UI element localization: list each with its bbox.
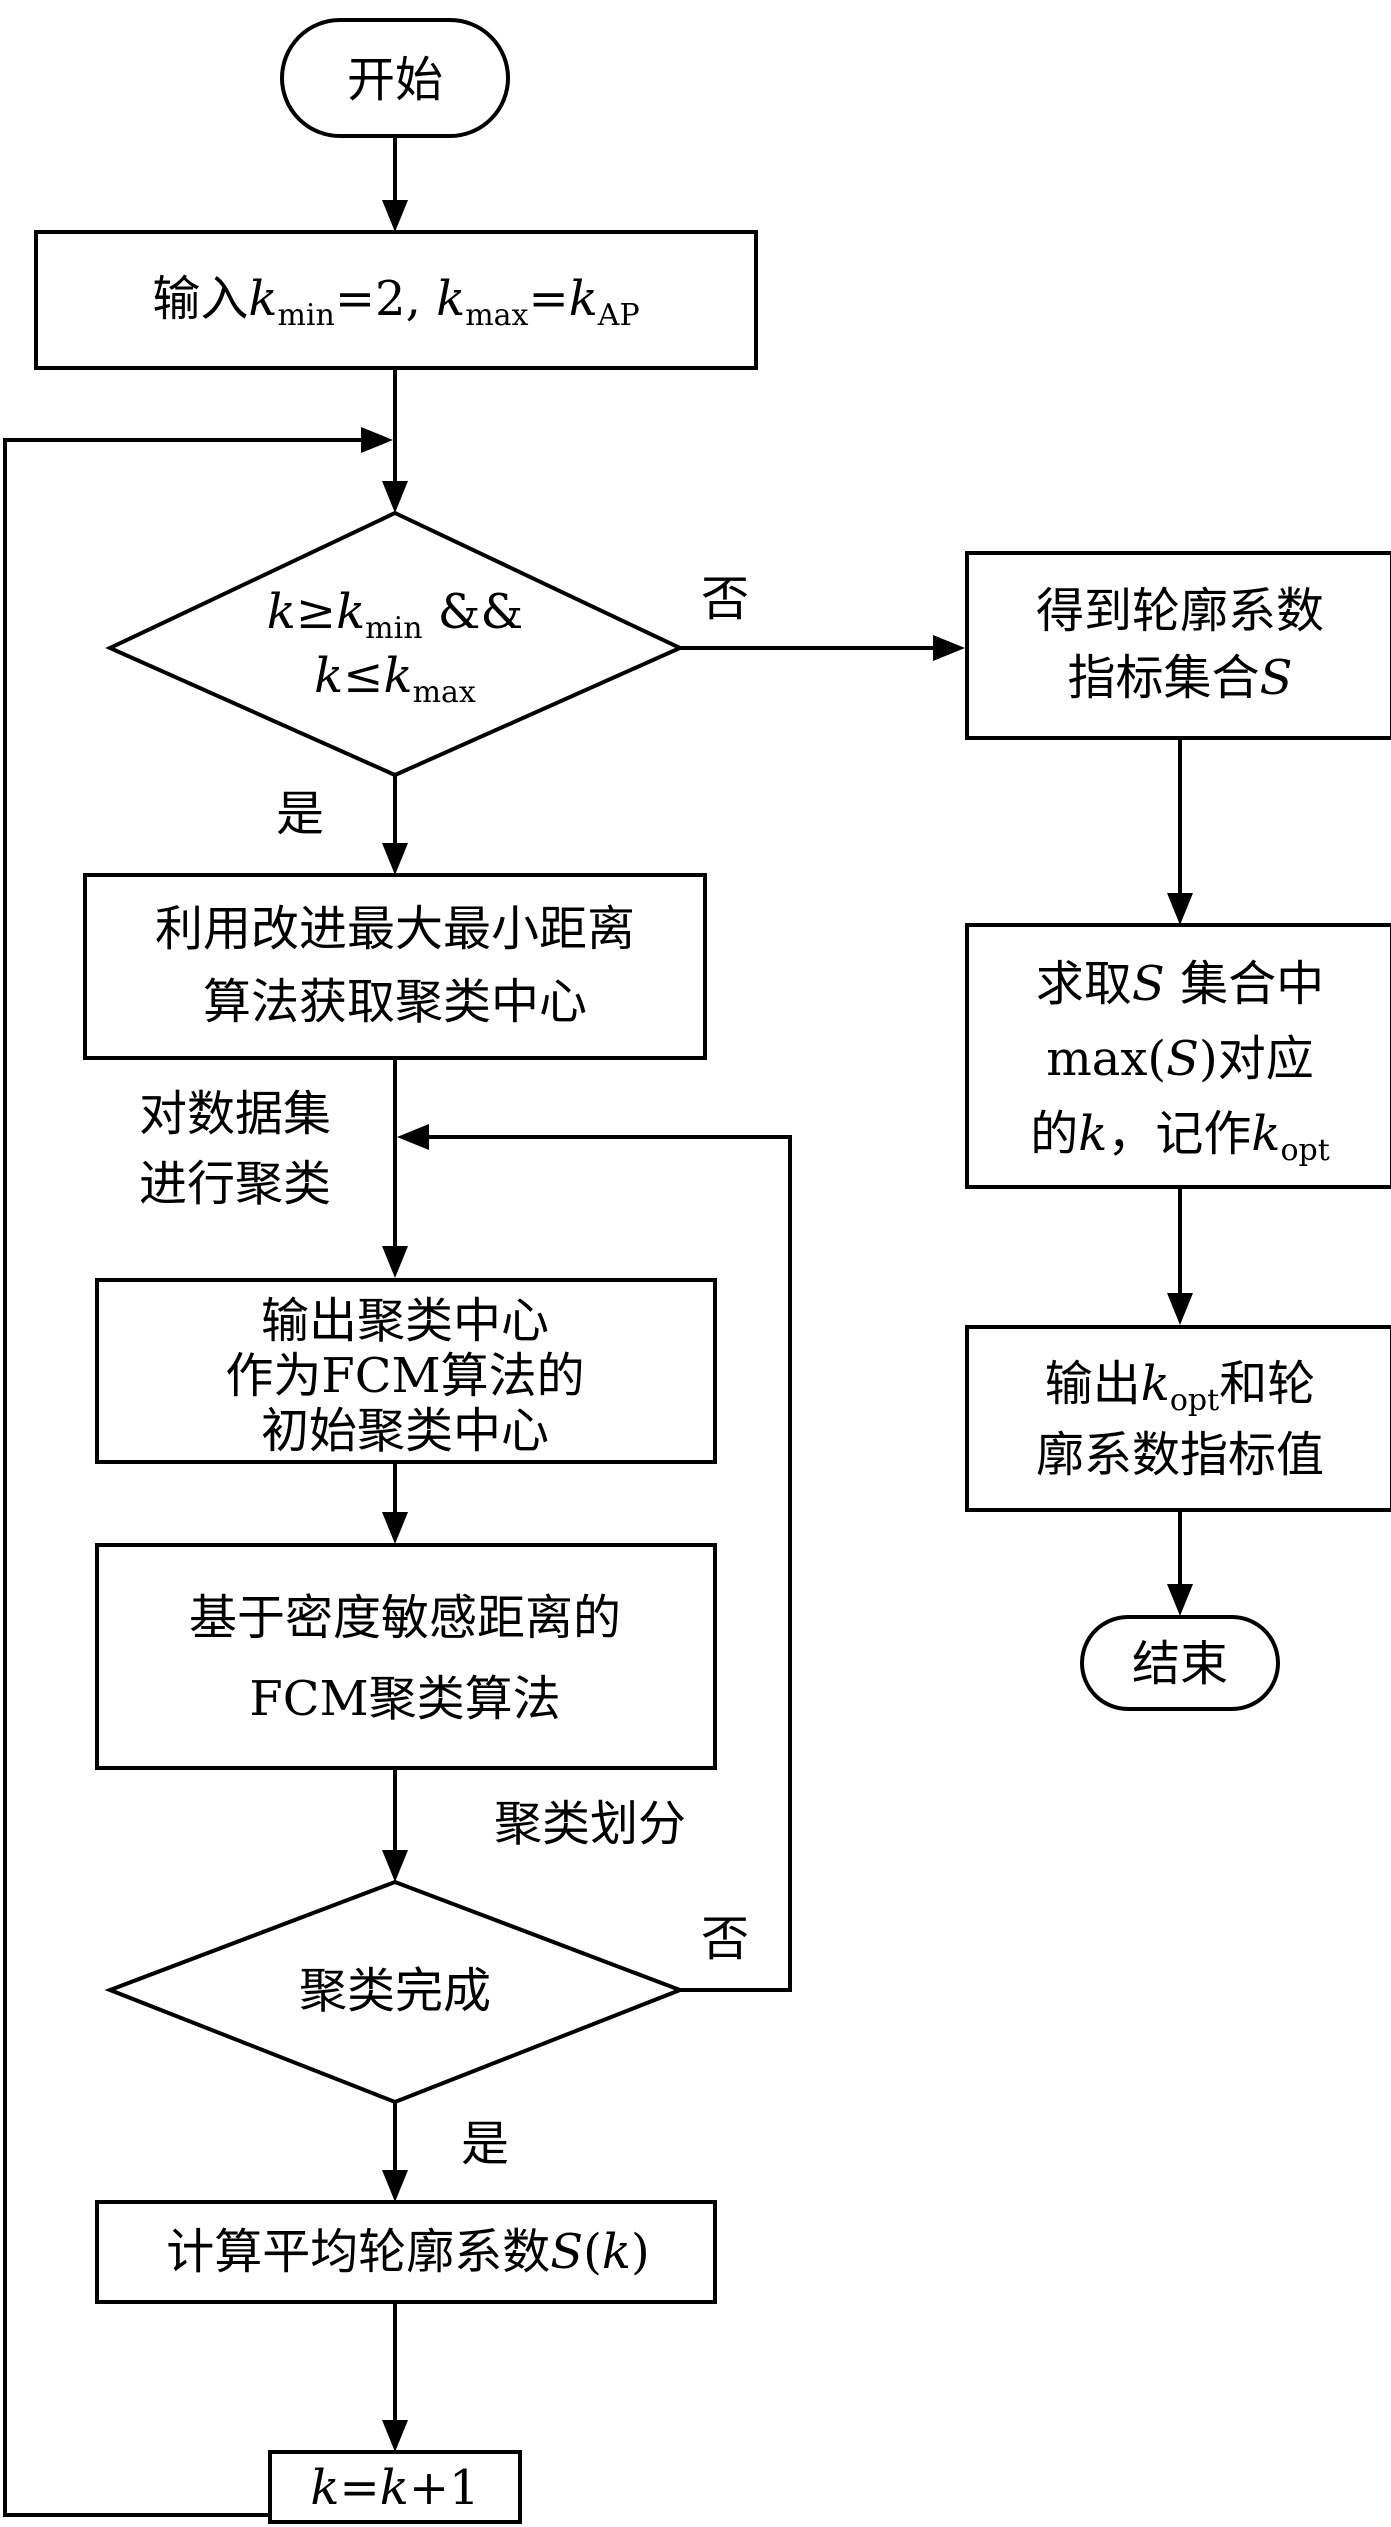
increment-text: k=k+1: [310, 2460, 479, 2516]
arrowhead: [1167, 1293, 1193, 1325]
arrowhead: [382, 2170, 408, 2202]
output-kopt-line1: 输出kopt和轮: [1045, 1356, 1315, 1418]
output-centers-line2: 作为FCM算法的: [225, 1348, 584, 1404]
arrowhead: [382, 1512, 408, 1544]
cluster-dataset-label-1: 对数据集: [139, 1086, 331, 1142]
output-kopt-line2: 廓系数指标值: [1036, 1427, 1324, 1483]
arrowhead: [361, 427, 393, 453]
loop-check-line1: k≥kmin &&: [267, 584, 524, 646]
arrowhead: [382, 1246, 408, 1278]
yes-label-loop: 是: [276, 786, 324, 842]
find-max-box: 求取S 集合中 max(S)对应 的k，记作kopt: [965, 923, 1391, 1189]
arrowhead: [382, 481, 408, 513]
loop-back-line: [3, 438, 366, 2517]
arrowhead: [933, 635, 965, 661]
find-max-line3: 的k，记作kopt: [1030, 1106, 1330, 1168]
silhouette-box: 计算平均轮廓系数S(k): [95, 2200, 717, 2304]
fcm-box: 基于密度敏感距离的 FCM聚类算法: [95, 1543, 717, 1770]
init-centers-line2: 算法获取聚类中心: [203, 974, 587, 1030]
done-check-text: 聚类完成: [299, 1963, 491, 2019]
arrowhead: [397, 1124, 429, 1150]
end-label: 结束: [1132, 1636, 1228, 1692]
partition-label: 聚类划分: [494, 1796, 686, 1852]
input-box: 输入kmin=2, kmax=kAP: [34, 230, 758, 370]
output-centers-box: 输出聚类中心 作为FCM算法的 初始聚类中心: [95, 1278, 717, 1464]
increment-box: k=k+1: [268, 2450, 522, 2524]
done-check-diamond: 聚类完成: [104, 1879, 686, 2105]
output-centers-line1: 输出聚类中心: [261, 1293, 549, 1349]
start-label: 开始: [347, 52, 443, 108]
arrowhead: [382, 200, 408, 232]
arrowhead: [1167, 893, 1193, 925]
find-max-line1: 求取S 集合中: [1036, 956, 1324, 1012]
start-terminator: 开始: [280, 18, 510, 138]
arrowhead: [382, 843, 408, 875]
fcm-line2: FCM聚类算法: [249, 1671, 560, 1727]
not-done-return-line: [425, 1135, 792, 1992]
yes-label-done: 是: [461, 2116, 509, 2172]
init-centers-line1: 利用改进最大最小距离: [155, 901, 635, 957]
init-centers-box: 利用改进最大最小距离 算法获取聚类中心: [83, 873, 707, 1060]
arrowhead: [1167, 1584, 1193, 1616]
get-set-line2: 指标集合S: [1068, 650, 1293, 706]
end-terminator: 结束: [1080, 1615, 1280, 1711]
connectors: [3, 136, 1193, 2517]
loop-check-line2: k≤kmax: [314, 648, 476, 710]
loop-check-diamond: k≥kmin && k≤kmax: [105, 510, 685, 778]
arrowhead: [382, 1850, 408, 1882]
output-centers-line3: 初始聚类中心: [261, 1403, 549, 1459]
no-label-loop: 否: [701, 571, 749, 627]
input-text: 输入kmin=2, kmax=kAP: [152, 271, 639, 333]
get-set-line1: 得到轮廓系数: [1036, 583, 1324, 639]
fcm-line1: 基于密度敏感距离的: [189, 1590, 621, 1646]
find-max-line2: max(S)对应: [1046, 1031, 1314, 1087]
silhouette-text: 计算平均轮廓系数S(k): [166, 2224, 649, 2280]
get-set-box: 得到轮廓系数 指标集合S: [965, 551, 1391, 740]
output-kopt-box: 输出kopt和轮 廓系数指标值: [965, 1325, 1391, 1512]
no-label-done: 否: [701, 1911, 749, 1967]
cluster-dataset-label-2: 进行聚类: [139, 1156, 331, 1212]
arrowhead: [382, 2420, 408, 2452]
